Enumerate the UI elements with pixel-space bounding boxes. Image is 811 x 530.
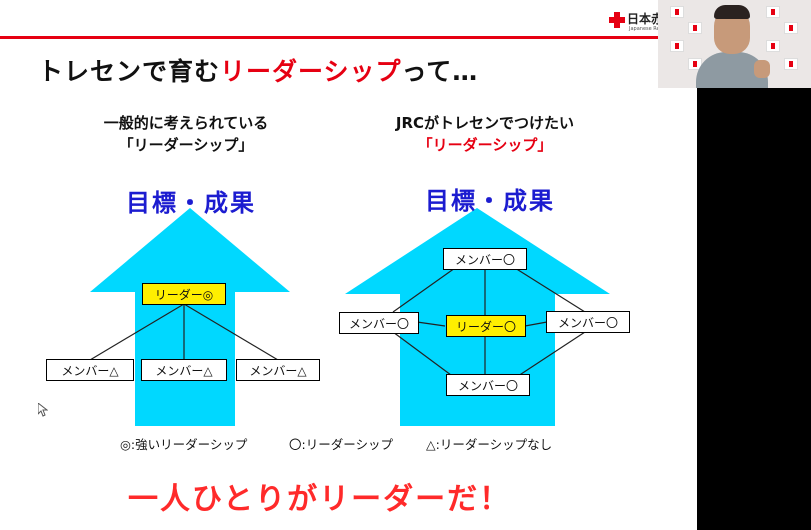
speaker-hair <box>714 5 750 19</box>
legend-none: △:リーダーシップなし <box>426 437 553 452</box>
logo-text: 日本赤 <box>627 12 664 26</box>
logo-subtext: Japanese Red <box>629 26 663 32</box>
left-leader-node: リーダー◎ <box>142 283 226 305</box>
mouse-cursor-icon <box>38 403 48 417</box>
right-member-node-top: メンバー〇 <box>443 248 527 270</box>
left-subtitle-line2: 「リーダーシップ」 <box>118 136 254 154</box>
connector-lines <box>89 267 586 379</box>
red-cross-banner-icon <box>766 40 780 52</box>
red-cross-banner-icon <box>688 22 702 34</box>
left-member-node-2: メンバー△ <box>141 359 227 381</box>
left-subtitle-line1: 一般的に考えられている <box>103 114 269 132</box>
right-member-node-left: メンバー〇 <box>339 312 419 334</box>
speaker-hand <box>754 60 770 78</box>
right-subtitle-line1: JRCがトレセンでつけたい <box>395 114 575 132</box>
red-cross-banner-icon <box>766 6 780 18</box>
legend-normal: 〇:リーダーシップ <box>289 437 393 452</box>
left-member-node-1: メンバー△ <box>46 359 134 381</box>
speaker-video-thumbnail[interactable] <box>658 0 811 88</box>
left-goal-label: 目標・成果 <box>126 189 256 217</box>
right-member-node-right: メンバー〇 <box>546 311 630 333</box>
legend-strong: ◎:強いリーダーシップ <box>120 437 248 452</box>
right-leader-node: リーダー〇 <box>446 315 526 337</box>
right-subtitle-line2: 「リーダーシップ」 <box>417 136 553 154</box>
red-cross-icon <box>609 12 625 28</box>
slide-title: トレセンで育むリーダーシップって… <box>38 52 478 88</box>
red-cross-banner-icon <box>670 6 684 18</box>
conclusion-text: 一人ひとりがリーダーだ！ <box>128 482 512 517</box>
red-cross-banner-icon <box>670 40 684 52</box>
title-prefix: トレセンで育む <box>38 57 221 86</box>
right-member-node-bottom: メンバー〇 <box>446 374 530 396</box>
video-area-background <box>697 0 811 530</box>
red-cross-banner-icon <box>784 58 798 70</box>
left-goal-arrow <box>90 208 290 426</box>
left-member-node-3: メンバー△ <box>236 359 320 381</box>
header-divider <box>0 36 697 39</box>
title-accent: リーダーシップ <box>220 57 402 86</box>
presentation-slide: 日本赤 Japanese Red トレセンで育むリーダーシップって… 一般的に考… <box>0 0 697 530</box>
red-cross-banner-icon <box>784 22 798 34</box>
title-suffix: って… <box>401 57 479 86</box>
right-goal-label: 目標・成果 <box>425 187 555 215</box>
